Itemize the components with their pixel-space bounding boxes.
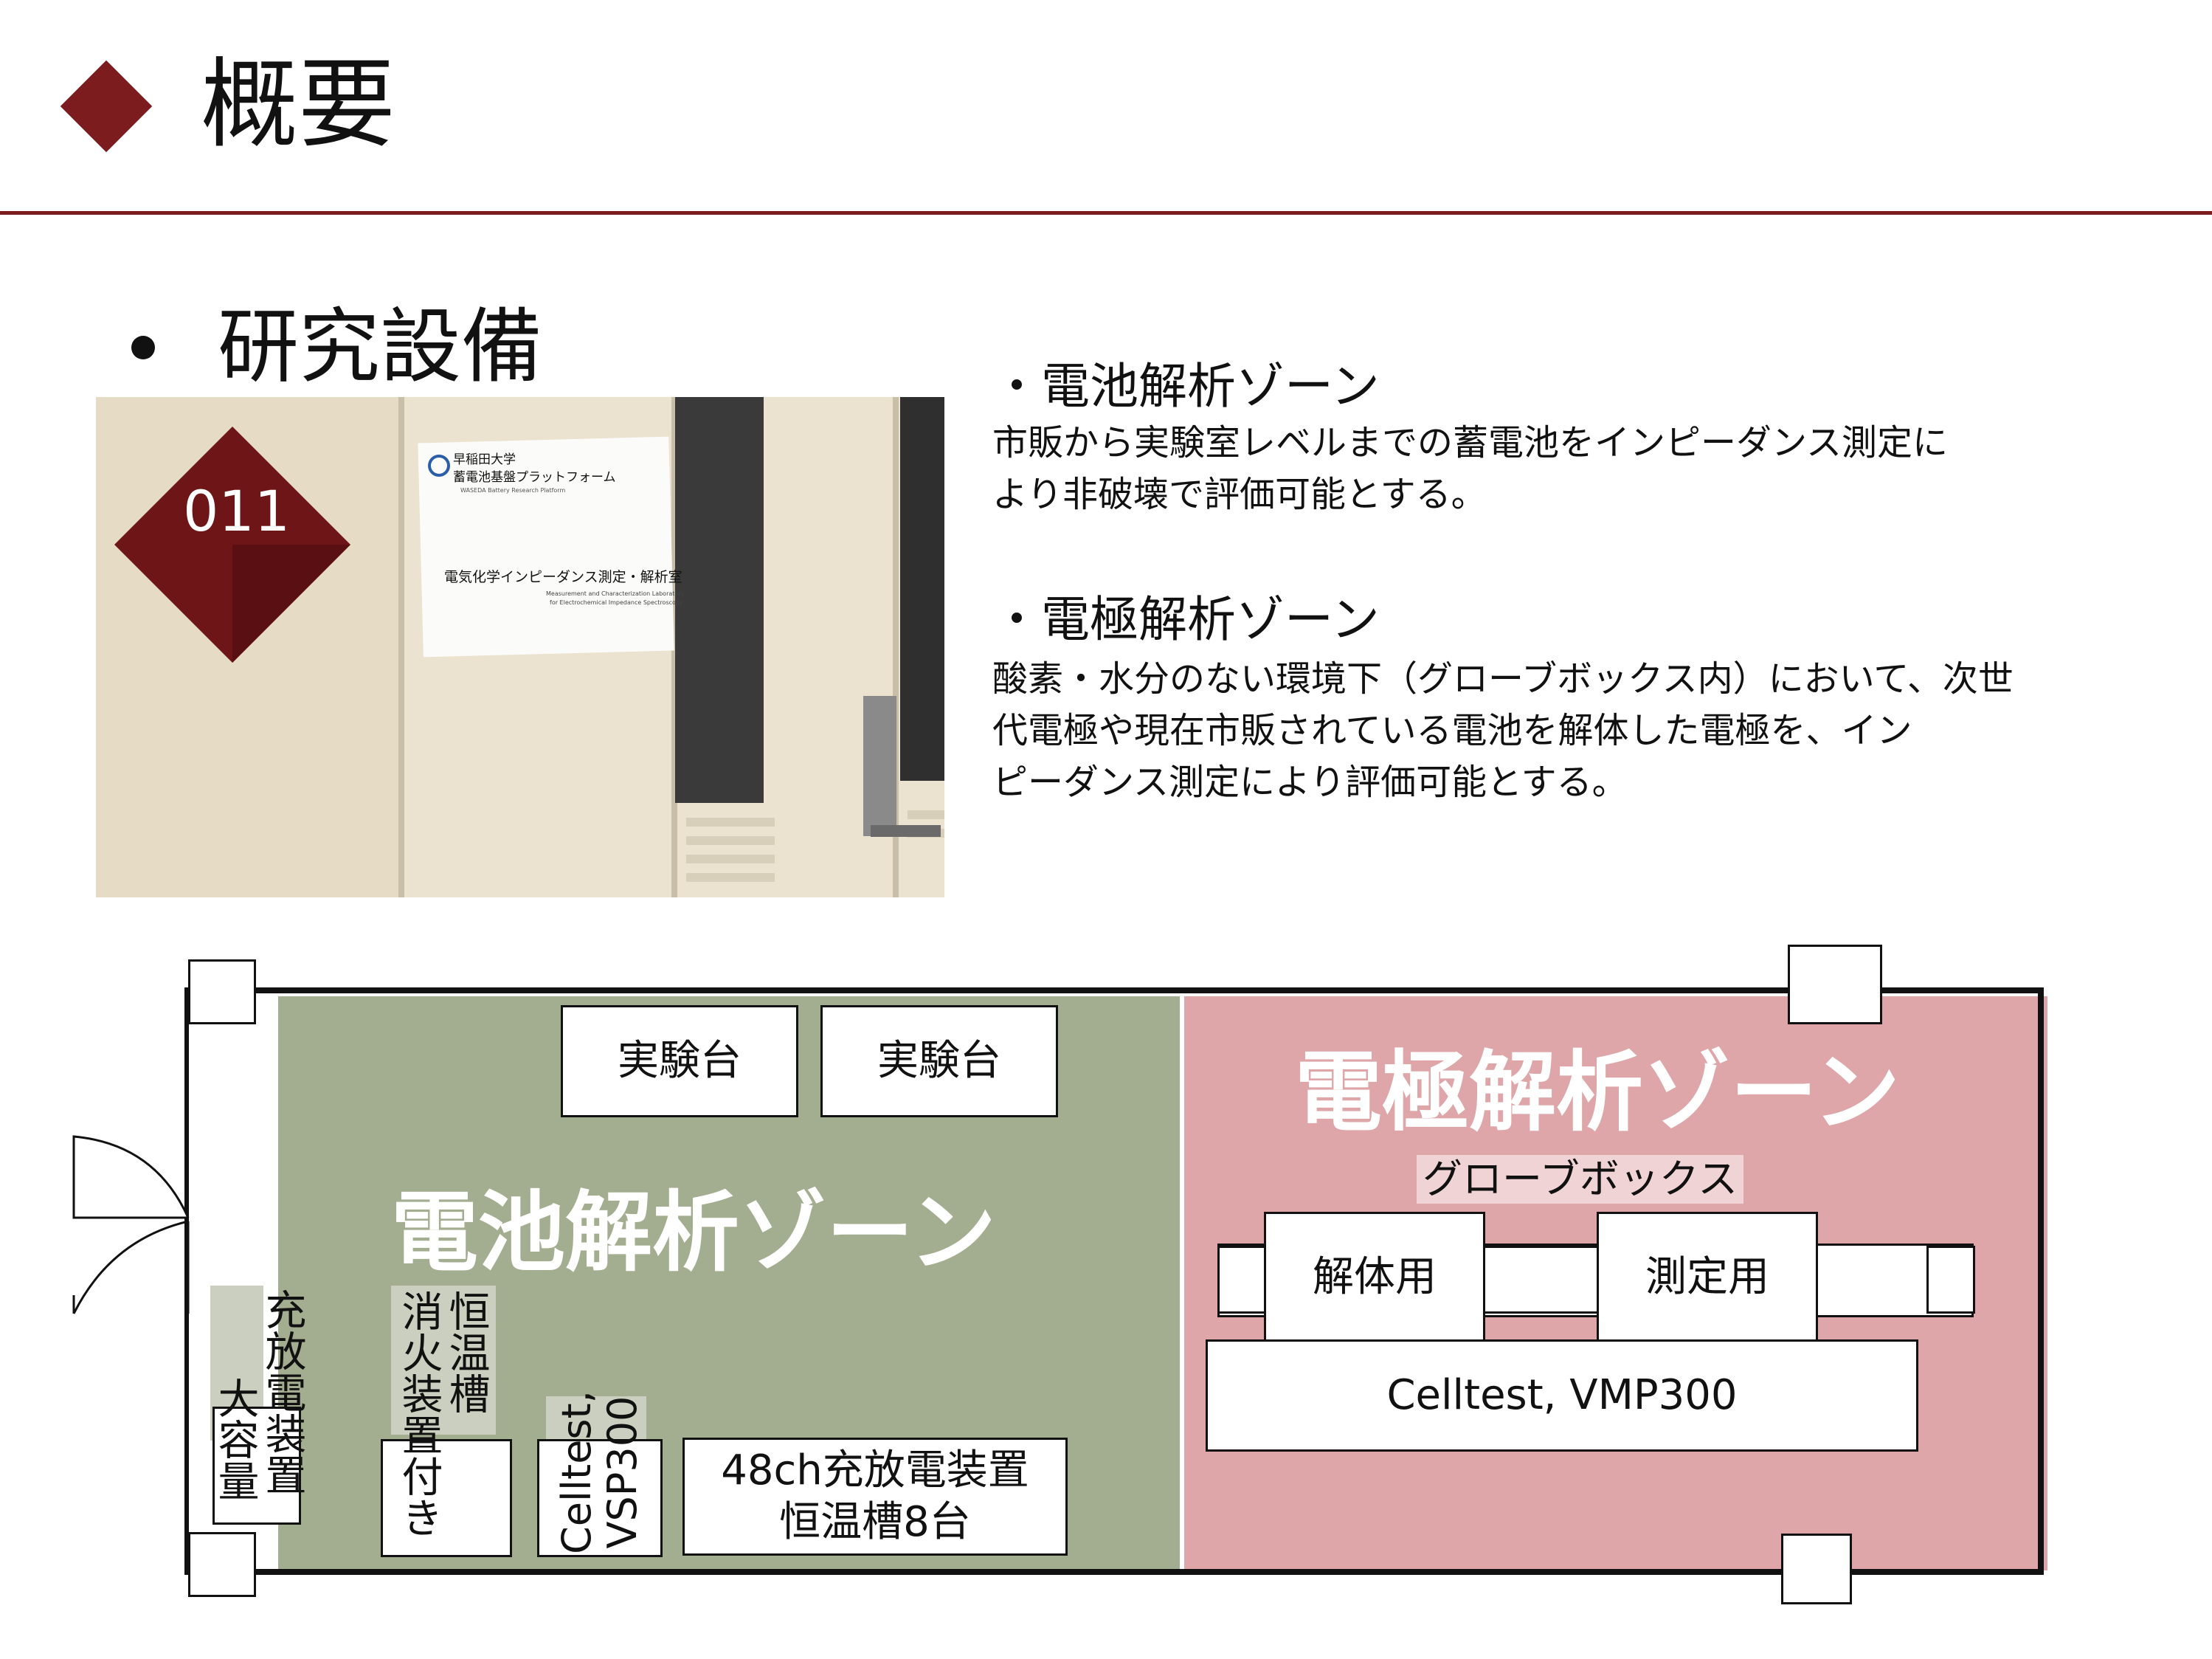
disassembly-box: 解体用 [1264, 1212, 1485, 1343]
lab-door-illustration [96, 397, 944, 897]
room-number: 011 [183, 478, 291, 544]
celltest-vmp300-box: Celltest, VMP300 [1206, 1339, 1918, 1452]
sign-room-en-2: for Electrochemical Impedance Spectrosco… [550, 599, 683, 606]
battery-zone-title: ・電池解析ゾーン [992, 358, 1380, 415]
sign-org: 早稲田大学 [453, 452, 516, 467]
large-charger-text: 充放電装置 大容量 [211, 1289, 306, 1532]
double-door-icon [72, 1135, 190, 1314]
extinguisher-box [381, 1439, 512, 1557]
door-post-bottom [188, 1532, 256, 1597]
lab-door-photo: 011 早稲田大学 蓄電池基盤プラットフォーム WASEDA Battery R… [96, 397, 944, 897]
platform-logo-icon [428, 455, 450, 477]
sign-platform: 蓄電池基盤プラットフォーム [453, 470, 616, 485]
electrode-zone-title: ・電極解析ゾーン [992, 591, 1380, 648]
large-charger-line-2: 充放電装置 [258, 1289, 306, 1495]
glovebox-left-port [1217, 1246, 1266, 1314]
large-charger-box [212, 1407, 301, 1525]
sign-platform-en: WASEDA Battery Research Platform [460, 487, 566, 494]
header-divider [0, 211, 2212, 215]
glovebox-center-port [1483, 1246, 1599, 1314]
bottom-wall [188, 1569, 2044, 1575]
measurement-box: 測定用 [1597, 1212, 1818, 1343]
column-top-right [1788, 945, 1882, 1024]
sign-room-en-1: Measurement and Characterization Laborat… [546, 590, 685, 597]
electrode-zone-label: 電極解析ゾーン [1295, 1041, 1901, 1143]
battery-zone-desc: 市販から実験室レベルまでの蓄電池をインピーダンス測定に より非破壊で評価可能とす… [992, 417, 2143, 520]
extinguisher-text: 恒温槽 消火装置付き [395, 1290, 490, 1556]
electrode-zone-desc-line: ピーダンス測定により評価可能とする。 [992, 762, 1628, 803]
electrode-zone-desc-line: 酸素・水分のない環境下（グローブボックス内）において、次世 [992, 658, 2014, 700]
celltest-vsp300-text: Celltest, VSP300 [553, 1351, 646, 1594]
right-wall [2038, 987, 2044, 1575]
celltest-vsp-line-1: Celltest, [553, 1390, 600, 1554]
extinguisher-tag-bg [391, 1286, 496, 1435]
glovebox-right-port [1926, 1246, 1975, 1314]
sign-room: 電気化学インピーダンス測定・解析室 [444, 569, 682, 585]
bench-1: 実験台 [561, 1005, 798, 1117]
battery-zone-desc-line: より非破壊で評価可能とする。 [992, 474, 1487, 515]
extinguisher-line-2: 恒温槽 [442, 1290, 490, 1414]
glovebox-label: グローブボックス [1417, 1155, 1744, 1204]
left-wall [184, 987, 189, 1575]
extinguisher-line-1: 消火装置付き [395, 1290, 443, 1538]
celltest-vsp300-box [537, 1439, 663, 1557]
celltest-vsp-tag-bg [546, 1396, 646, 1441]
bullet-icon [131, 336, 155, 359]
title-diamond-icon [60, 60, 153, 153]
electrode-zone-desc-line: 代電極や現在市販されている電池を解体した電極を、イン [992, 710, 1912, 751]
floor-plan: 実験台 実験台 電池解析ゾーン 電極解析ゾーン グローブボックス 解体用 測定用… [66, 937, 2059, 1616]
column-bottom-right [1781, 1534, 1852, 1604]
charger-48ch-box: 48ch充放電装置 恒温槽8台 [682, 1438, 1068, 1556]
electrode-zone-desc: 酸素・水分のない環境下（グローブボックス内）において、次世 代電極や現在市販され… [992, 653, 2143, 808]
charger-48ch-line-1: 48ch充放電装置 [721, 1446, 1029, 1494]
celltest-vsp-line-2: VSP300 [599, 1396, 646, 1549]
top-wall [188, 987, 2044, 993]
section-heading: 研究設備 [218, 300, 542, 394]
large-charger-line-1: 大容量 [211, 1377, 259, 1501]
page-title: 概要 [201, 48, 395, 162]
battery-zone-desc-line: 市販から実験室レベルまでの蓄電池をインピーダンス測定に [992, 422, 1949, 463]
battery-zone-label: 電池解析ゾーン [391, 1182, 997, 1283]
bench-2: 実験台 [820, 1005, 1058, 1117]
zone-divider [1180, 996, 1184, 1570]
charger-48ch-line-2: 恒温槽8台 [779, 1498, 971, 1546]
door-post-top [188, 959, 256, 1024]
